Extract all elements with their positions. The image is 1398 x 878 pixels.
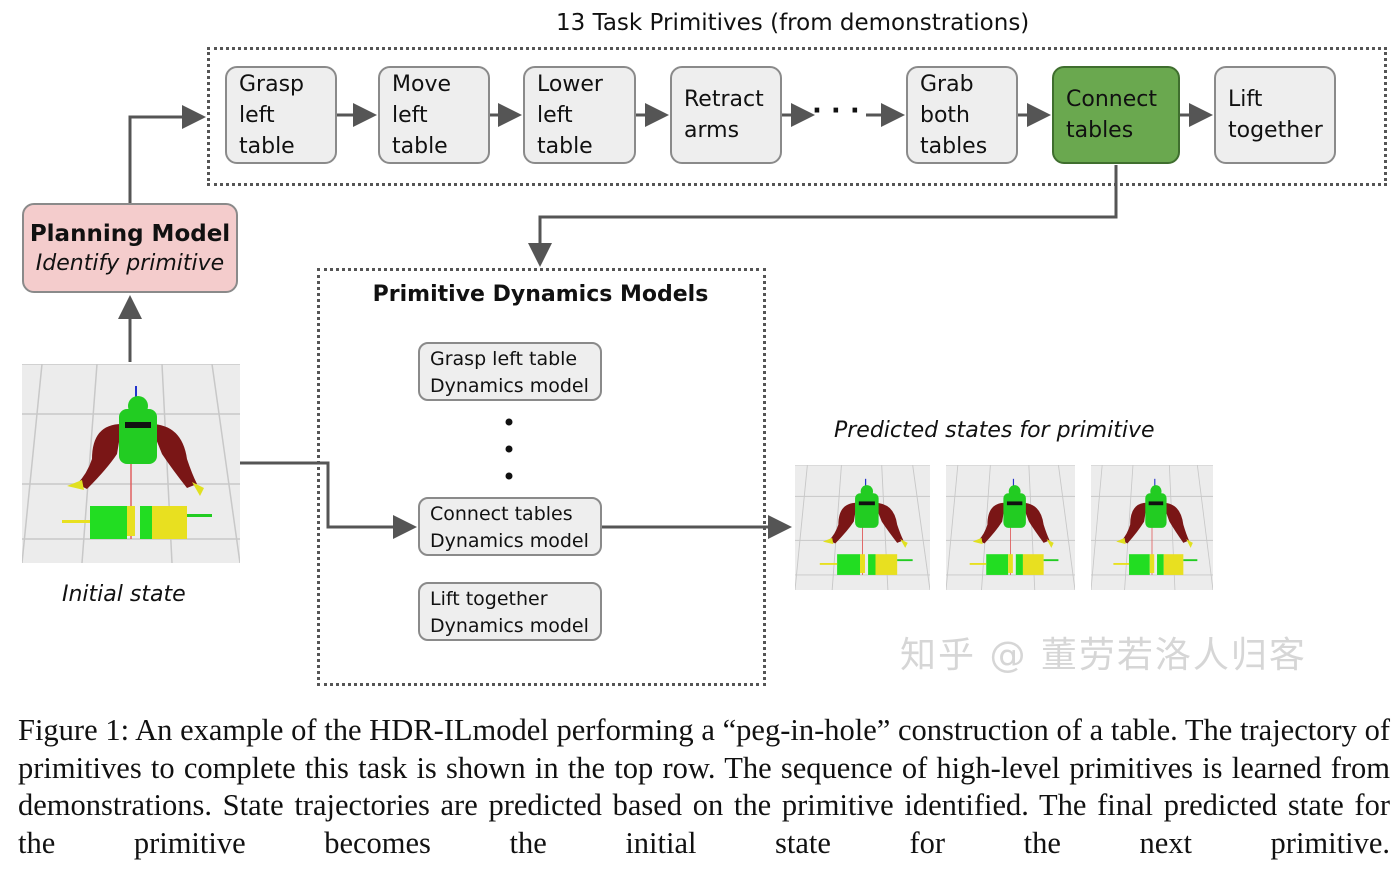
model-line2: Dynamics model <box>430 615 589 637</box>
dynamics-frame <box>317 268 766 686</box>
model-line1: Grasp left table <box>430 348 578 370</box>
watermark: 知乎 @ 董劳若洛人归客 <box>900 635 1307 676</box>
robot-scene <box>946 465 1075 590</box>
planning-model-box: Planning Model Identify primitive <box>22 203 238 293</box>
model-line1: Lift together <box>430 588 548 610</box>
dynamics-title: Primitive Dynamics Models <box>372 282 709 307</box>
top-title: 13 Task Primitives (from demonstrations) <box>556 10 1030 36</box>
planning-model-title: Planning Model <box>29 221 231 247</box>
initial-state-image <box>22 364 240 563</box>
initial-state-label: Initial state <box>62 582 186 607</box>
robot-scene <box>795 465 930 590</box>
model-line1: Connect tables <box>430 503 573 525</box>
ellipsis: · · · <box>812 96 860 126</box>
predicted-state-2 <box>946 465 1075 590</box>
predicted-state-3 <box>1091 465 1213 590</box>
predicted-state-1 <box>795 465 930 590</box>
figure-caption: Figure 1: An example of the HDR-ILmodel … <box>18 713 1390 860</box>
connector-arrows <box>118 103 1213 539</box>
task-primitives-frame <box>207 47 1387 186</box>
robot-scene <box>1091 465 1213 590</box>
model-line2: Dynamics model <box>430 375 589 397</box>
predicted-label: Predicted states for primitive <box>834 418 1155 443</box>
robot-scene <box>22 364 240 563</box>
planning-model-subtitle: Identify primitive <box>35 251 225 276</box>
model-line2: Dynamics model <box>430 530 589 552</box>
